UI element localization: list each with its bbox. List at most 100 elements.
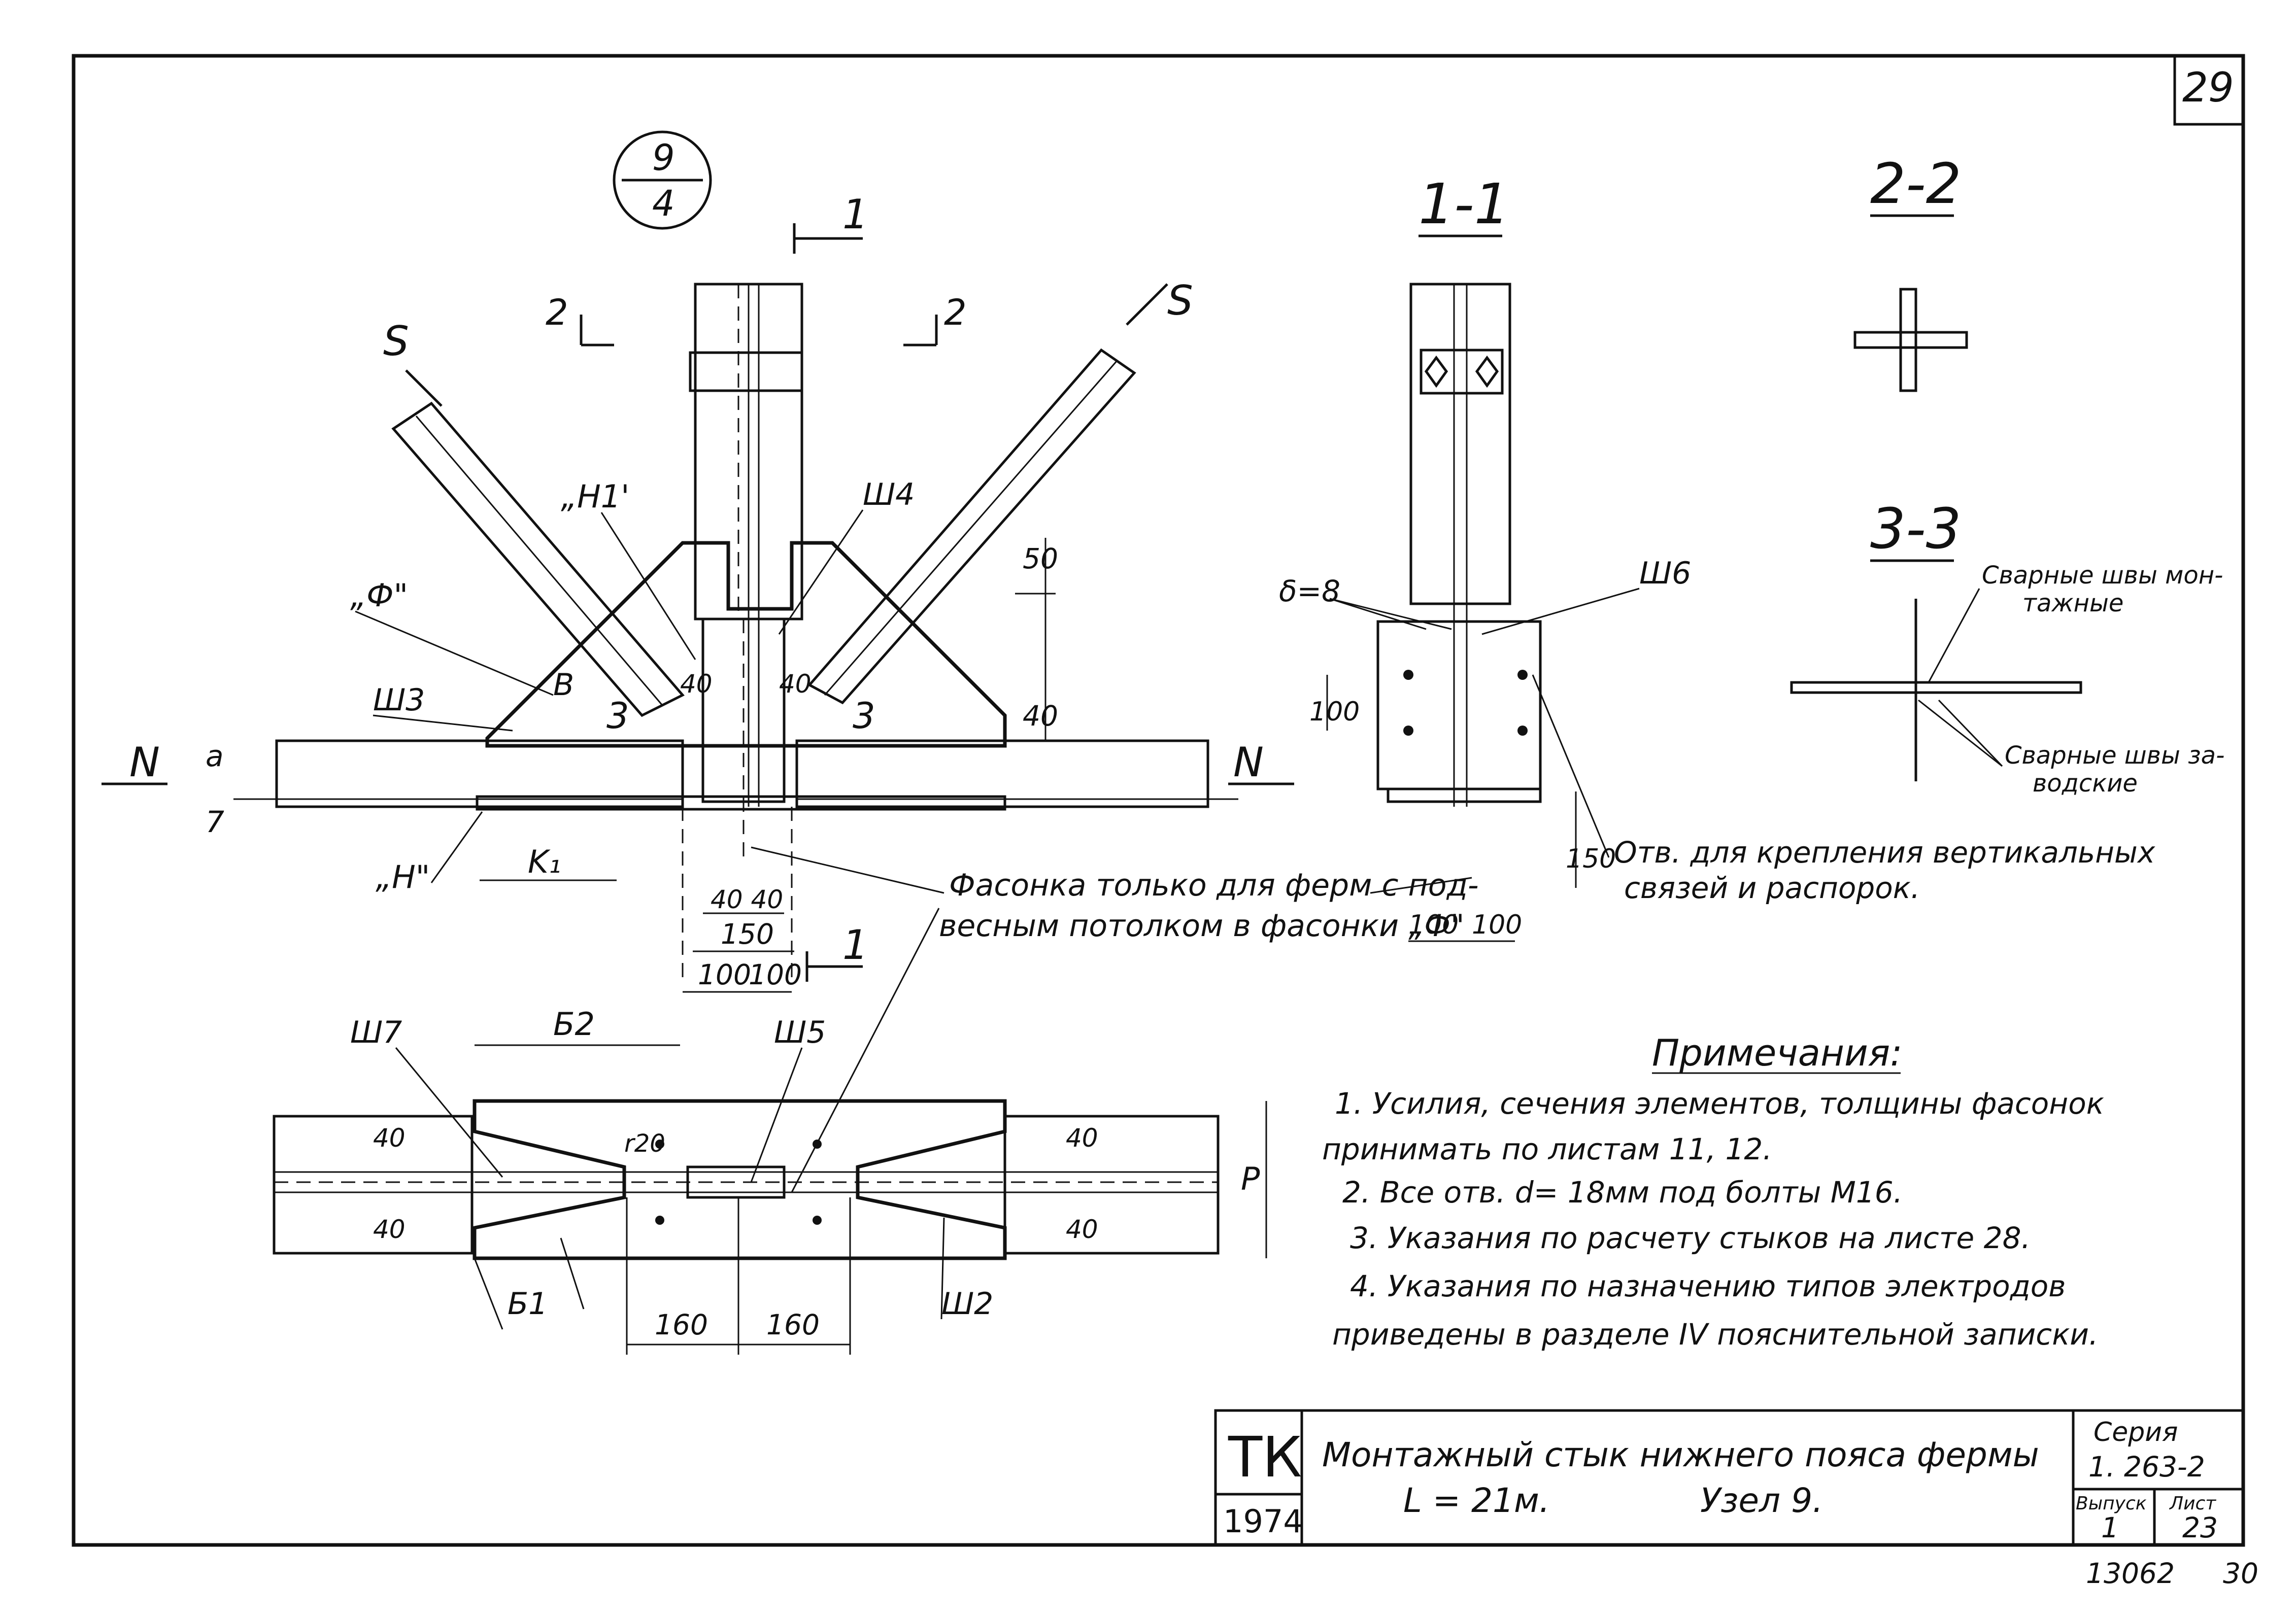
plan-dim-160-a: 160 bbox=[655, 1309, 708, 1341]
cut-1-top: 1 bbox=[842, 191, 868, 238]
node-marker-bottom: 4 bbox=[652, 183, 675, 224]
dim-40-right: 40 bbox=[1023, 700, 1058, 732]
welds-field-line1: Сварные швы мон- bbox=[1982, 561, 2223, 590]
label-b: В bbox=[553, 667, 574, 703]
section-3-3: 3-3 Сварные швы мон- тажные Сварные швы … bbox=[1790, 496, 2224, 798]
title-tk: ТК bbox=[1228, 1425, 1302, 1490]
bottom-number-right: 30 bbox=[2223, 1557, 2258, 1590]
gusset-note-line2: весным потолком в фасонки „Ф" bbox=[939, 908, 1465, 944]
series-value: 1. 263-2 bbox=[2088, 1451, 2205, 1483]
force-n-left: N bbox=[129, 739, 160, 786]
title-line1: Монтажный стык нижнего пояса фермы bbox=[1322, 1435, 2039, 1474]
dim-150: 150 bbox=[721, 918, 774, 950]
section-1-1: 1-1 δ=8 Ш6 100 150 100 100 Отв. для креп… bbox=[1279, 171, 2155, 942]
post-clamp bbox=[689, 351, 803, 392]
s11-dim-150: 150 bbox=[1566, 844, 1616, 874]
cut-2-left: 2 bbox=[546, 292, 568, 333]
s11-bolt-plate bbox=[1420, 349, 1504, 395]
note-line-3: 2. Все отв. d= 18мм под болты М16. bbox=[1342, 1175, 1903, 1210]
s11-dim-100: 100 bbox=[1309, 697, 1360, 727]
gusset-note-line1: Фасонка только для ферм с под- bbox=[949, 868, 1479, 903]
s11-post bbox=[1409, 283, 1511, 605]
title-block: ТК 1974 Монтажный стык нижнего пояса фер… bbox=[1214, 1409, 2245, 1546]
plan-dim-160-b: 160 bbox=[766, 1309, 820, 1341]
plan-chord-right bbox=[1003, 1115, 1220, 1255]
s11-base bbox=[1387, 787, 1542, 803]
node-marker-top: 9 bbox=[652, 137, 675, 179]
diagonal-left bbox=[391, 401, 685, 717]
issue-value: 1 bbox=[2101, 1511, 2119, 1544]
sheet-label: Лист bbox=[2169, 1493, 2216, 1514]
plan-dim-40-d: 40 bbox=[1066, 1215, 1098, 1244]
cut-3-right: 3 bbox=[853, 695, 875, 737]
note-line-2: принимать по листам 11, 12. bbox=[1322, 1132, 1772, 1166]
plan-label-b1: Б1 bbox=[508, 1286, 548, 1322]
label-sh4: Ш4 bbox=[863, 477, 915, 512]
plan-chord-left bbox=[273, 1115, 474, 1255]
plan-center-plate bbox=[686, 1165, 786, 1199]
sheet-frame bbox=[72, 54, 2245, 1547]
s11-dim-100-b: 100 bbox=[1472, 910, 1522, 940]
series-label: Серия bbox=[2094, 1417, 2178, 1448]
node-marker: 9 4 bbox=[613, 130, 712, 230]
holes-note-line1: Отв. для крепления вертикальных bbox=[1614, 835, 2155, 870]
s11-gusset bbox=[1376, 620, 1542, 790]
main-elevation: S S N N 1 1 2 2 3 3 „H1' „Ф" В Ш3 Ш4 „H"… bbox=[102, 191, 1294, 993]
s11-dim-100-a: 100 bbox=[1408, 910, 1459, 940]
plan-label-r20: r20 bbox=[624, 1129, 665, 1158]
title-line2-right: Узел 9. bbox=[1700, 1481, 1823, 1520]
label-a: a bbox=[206, 739, 224, 773]
plan-dim-40-c: 40 bbox=[1066, 1123, 1098, 1153]
diagonal-right bbox=[807, 348, 1136, 705]
force-n-right: N bbox=[1233, 739, 1264, 786]
note-line-1: 1. Усилия, сечения элементов, толщины фа… bbox=[1335, 1086, 2104, 1121]
issue-label: Выпуск bbox=[2076, 1493, 2147, 1514]
notes-heading: Примечания: bbox=[1652, 1031, 1902, 1074]
sheet-number-box bbox=[2173, 54, 2245, 126]
s11-delta: δ=8 bbox=[1279, 574, 1340, 608]
cut-3-left: 3 bbox=[606, 695, 629, 737]
label-sh3: Ш3 bbox=[373, 682, 425, 718]
s11-sh6: Ш6 bbox=[1639, 556, 1691, 591]
welds-field-line2: тажные bbox=[2022, 589, 2123, 617]
dim-40-40: 40 40 bbox=[711, 885, 783, 914]
bottom-number-left: 13062 bbox=[2086, 1557, 2175, 1590]
sheet-number: 29 bbox=[2182, 64, 2234, 111]
plan-label-sh5: Ш5 bbox=[774, 1015, 826, 1050]
dim-100-a: 100 bbox=[698, 958, 751, 991]
plan-dim-40-b: 40 bbox=[373, 1215, 406, 1244]
dim-100-b: 100 bbox=[749, 958, 802, 991]
splice-plate-h bbox=[476, 795, 1006, 811]
gusset-plate bbox=[485, 541, 1007, 748]
plan-label-b2: Б2 bbox=[553, 1006, 595, 1043]
holes-note-line2: связей и распорок. bbox=[1624, 871, 1920, 905]
section-2-2: 2-2 bbox=[1853, 151, 1968, 392]
force-s-right: S bbox=[1167, 277, 1193, 324]
section-2-2-title: 2-2 bbox=[1870, 151, 1962, 216]
welds-shop-line1: Сварные швы за- bbox=[2005, 741, 2224, 770]
label-seven: 7 bbox=[206, 805, 224, 839]
section-1-1-title: 1-1 bbox=[1419, 171, 1510, 236]
dim-50: 50 bbox=[1023, 542, 1058, 575]
plan-view: Ш7 Б2 Ш5 r20 Б1 Ш2 P 40 40 40 40 160 160 bbox=[273, 1006, 1267, 1355]
dim-40-mid: 40 bbox=[779, 669, 812, 699]
plan-splice-plate bbox=[472, 1099, 1007, 1260]
section-3-3-title: 3-3 bbox=[1870, 496, 1962, 561]
title-line2-left: L = 21м. bbox=[1403, 1481, 1550, 1520]
note-line-5: 4. Указания по назначению типов электрод… bbox=[1350, 1269, 2066, 1303]
bottom-chord-left bbox=[275, 739, 684, 808]
plan-label-sh2: Ш2 bbox=[941, 1286, 993, 1322]
notes-block: Примечания: 1. Усилия, сечения элементов… bbox=[1322, 1031, 2104, 1352]
bottom-chord-right bbox=[795, 739, 1209, 808]
plan-dim-40-a: 40 bbox=[373, 1123, 406, 1153]
sheet-value: 23 bbox=[2182, 1511, 2218, 1544]
plan-label-sh7: Ш7 bbox=[350, 1015, 402, 1050]
label-f: „Ф" bbox=[350, 577, 408, 614]
title-year: 1974 bbox=[1223, 1503, 1303, 1540]
note-line-4: 3. Указания по расчету стыков на листе 2… bbox=[1350, 1221, 2031, 1255]
note-line-6: приведены в разделе IV пояснительной зап… bbox=[1332, 1317, 2098, 1352]
label-h: „H" bbox=[376, 858, 430, 896]
force-s-left: S bbox=[383, 318, 409, 365]
dim-40-left: 40 bbox=[680, 669, 713, 699]
